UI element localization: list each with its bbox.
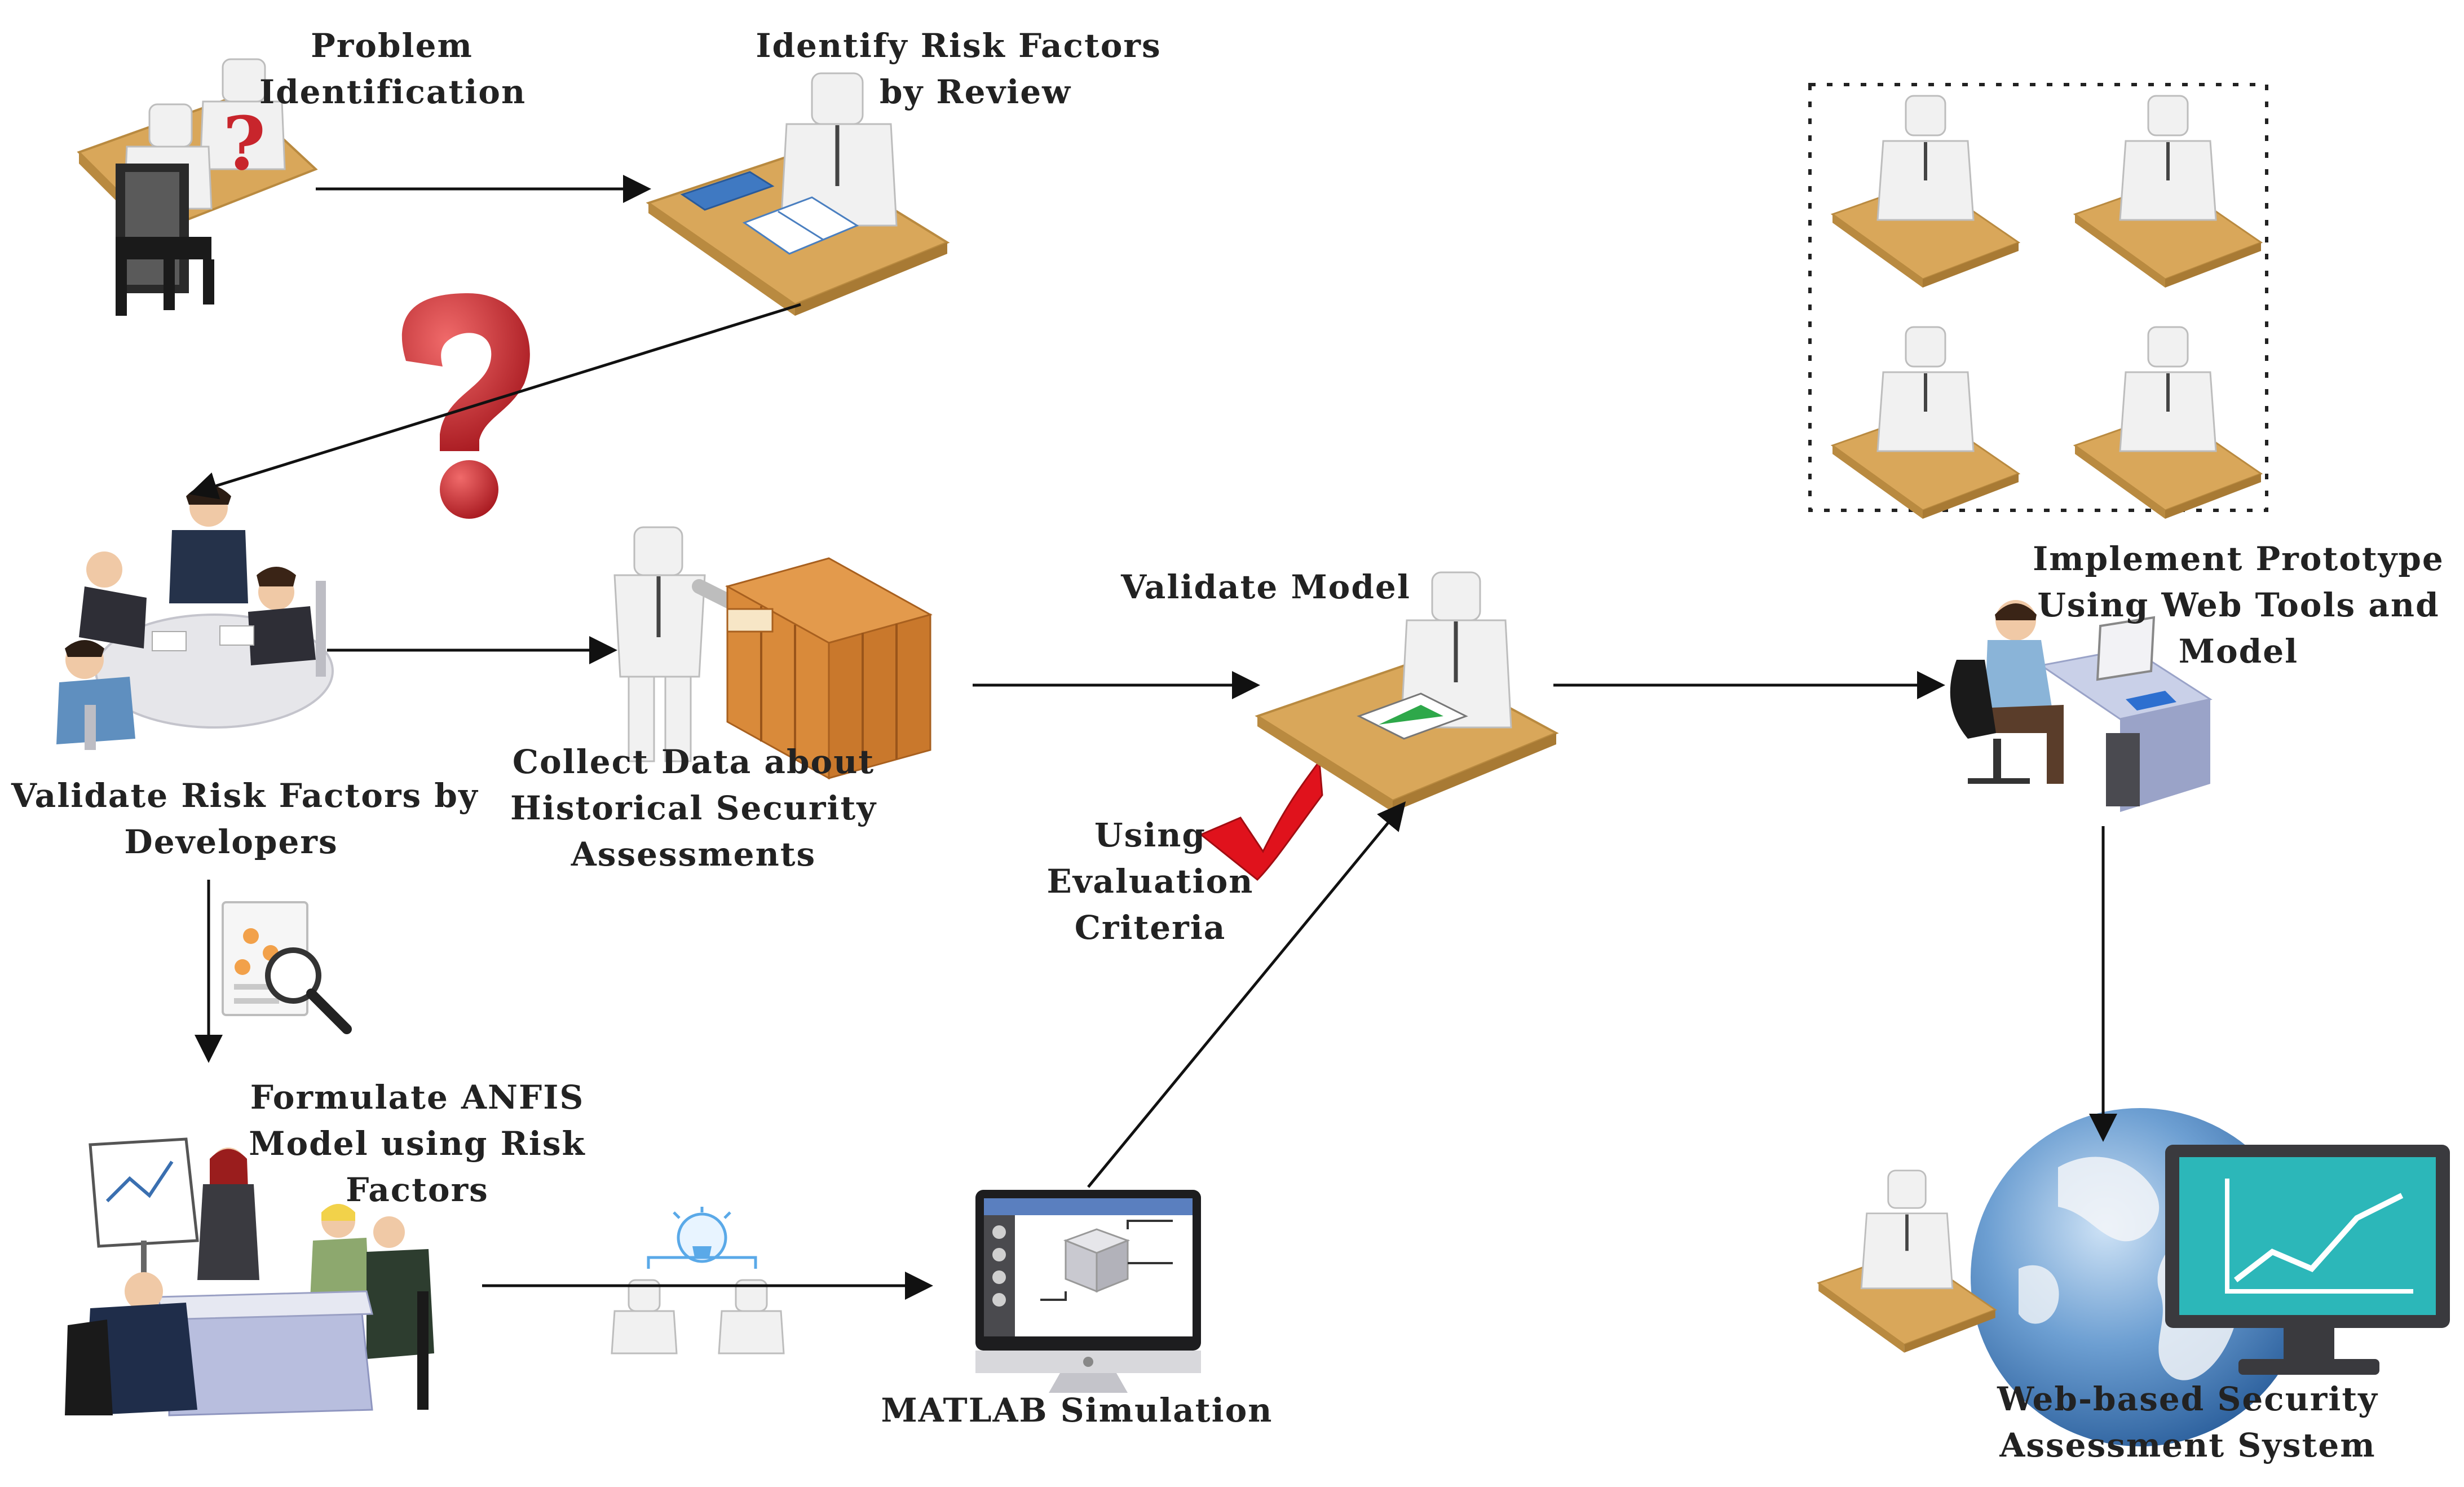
developer-workstation-icon (1950, 600, 2213, 812)
question-mark-icon (401, 293, 530, 519)
model-desk-icon (1255, 571, 1559, 812)
label-validate-model: Validate Model (1121, 568, 1411, 606)
label-collect-data: Collect Data about Historical Security A… (510, 743, 877, 873)
matlab-monitor-icon (975, 1190, 1201, 1393)
label-matlab-simulation: MATLAB Simulation (881, 1391, 1273, 1429)
team-meeting-icon (56, 485, 334, 750)
file-cabinet-icon (613, 526, 933, 780)
idea-bulb-icon (611, 1207, 785, 1354)
label-implement-prototype: Implement Prototype Using Web Tools and … (2033, 540, 2444, 670)
chart-monitor-icon (2165, 1145, 2450, 1375)
mini-desk-icon-3 (1832, 327, 2019, 519)
label-validate-risk-factors: Validate Risk Factors by Developers (11, 776, 479, 861)
mini-desk-icon-2 (2075, 96, 2261, 288)
arrow-review-to-validate (189, 303, 801, 500)
document-search-icon (222, 901, 352, 1034)
presentation-meeting-icon (65, 1137, 434, 1417)
label-identify-risk-factors: Identify Risk Factors by Review (756, 27, 1162, 111)
svg-text:?: ? (223, 100, 266, 187)
meeting-question-icon: ? (77, 58, 318, 316)
review-desk-icon (646, 72, 950, 316)
mini-desk-icon-4 (2075, 327, 2261, 519)
label-formulate-anfis: Formulate ANFIS Model using Risk Factors (249, 1078, 586, 1209)
label-web-based-system: Web-based Security Assessment System (1997, 1380, 2378, 1464)
flow-arrows (189, 175, 2117, 1300)
prototype-workers-icon (1818, 1171, 1995, 1353)
label-problem-identification: Problem Identification (259, 27, 527, 111)
mini-desk-icon-1 (1832, 96, 2019, 288)
label-using-evaluation-criteria: Using Evaluation Criteria (1046, 816, 1254, 947)
arrow-matlab-to-validate-model (1087, 801, 1406, 1188)
